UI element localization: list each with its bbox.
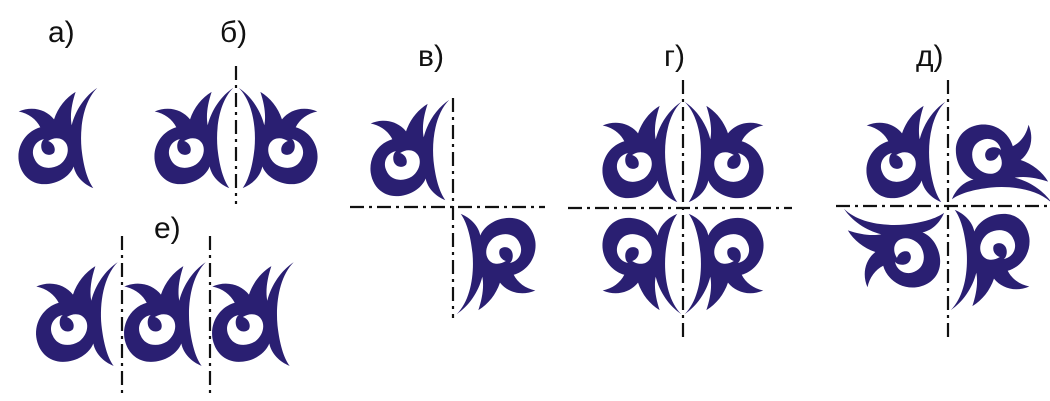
- label-e: е): [154, 212, 181, 245]
- motif-d-tr: [951, 124, 1050, 204]
- motif-d-tl: [866, 101, 946, 203]
- label-v: в): [418, 40, 444, 73]
- motif-v-top: [370, 99, 450, 201]
- motif-g-bl: [602, 213, 682, 315]
- motif-d-br: [950, 209, 1030, 311]
- motif-a: [18, 87, 98, 189]
- motif-e-3: [212, 262, 294, 366]
- motif-b-left: [154, 87, 234, 189]
- motif-g-tr: [684, 101, 764, 203]
- motif-e-1: [36, 262, 118, 366]
- motif-g-br: [684, 213, 764, 315]
- motif-d-bl: [843, 208, 945, 288]
- label-g: г): [664, 40, 685, 73]
- label-b: б): [220, 16, 248, 49]
- motif-b-right: [238, 87, 318, 189]
- label-a: а): [48, 16, 75, 49]
- symmetry-axes: [120, 66, 1048, 398]
- motif-g-tl: [602, 101, 682, 203]
- label-d: д): [916, 40, 944, 73]
- motif-e-2: [124, 262, 206, 366]
- motif-v-bottom: [456, 213, 536, 315]
